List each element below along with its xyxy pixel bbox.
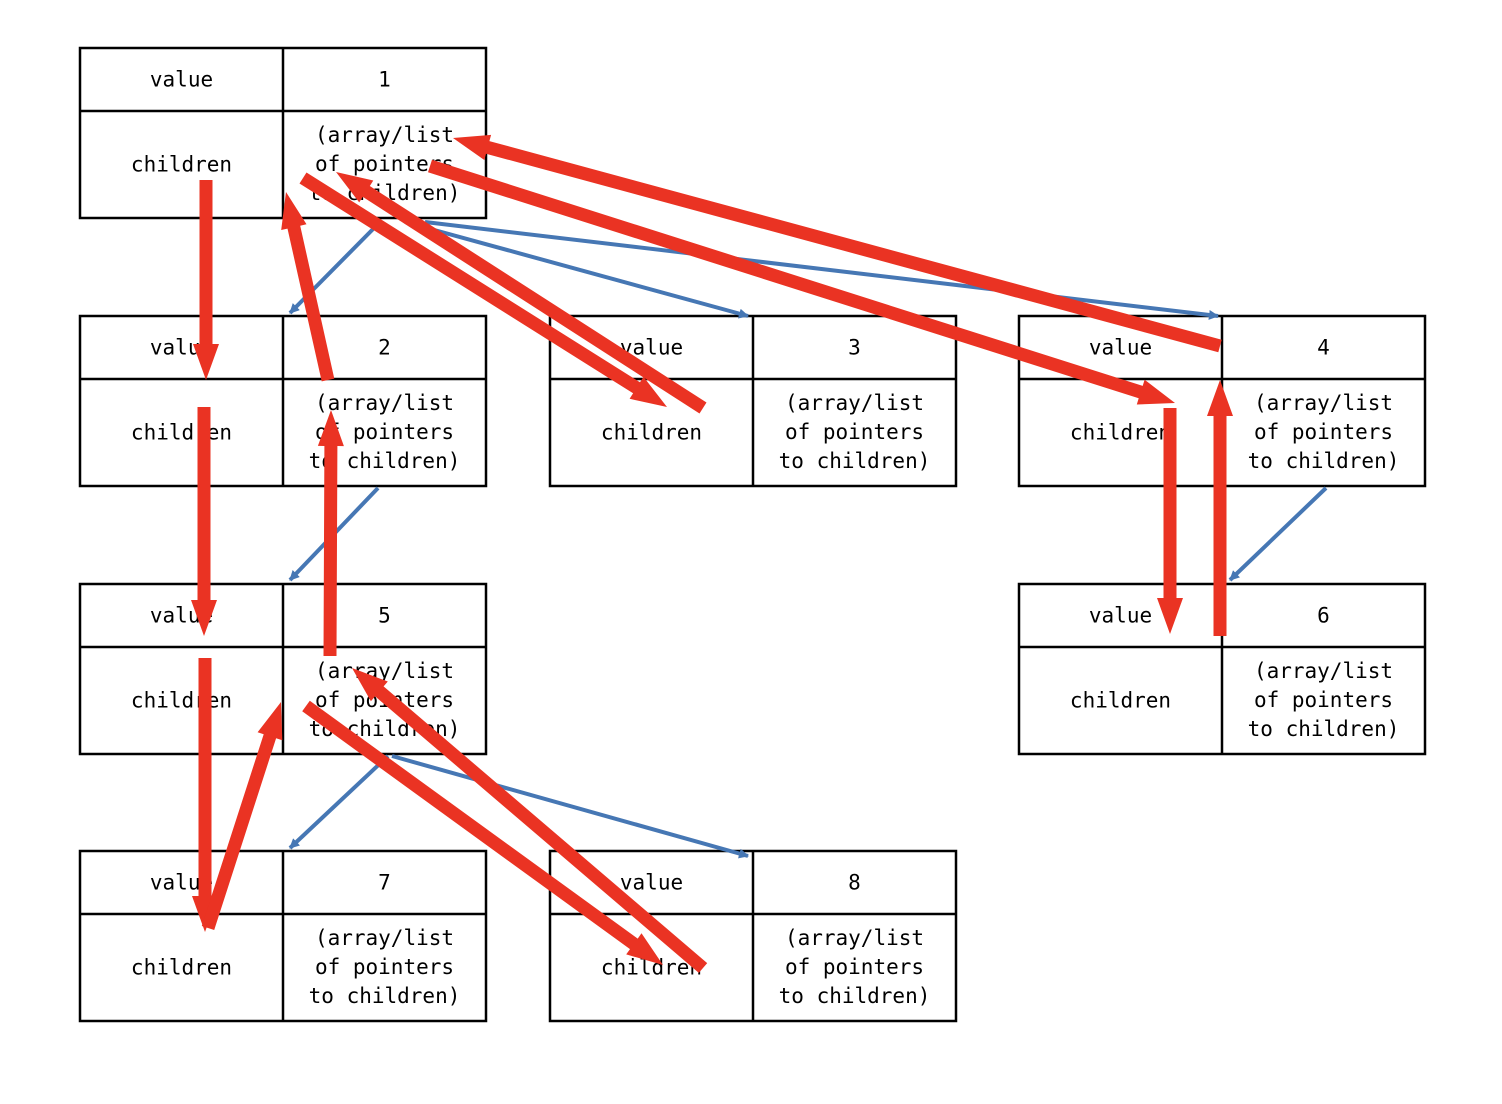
children-label: children xyxy=(131,421,232,445)
traversal-arrow-5-to-8 xyxy=(302,700,663,965)
node-value: 2 xyxy=(378,336,391,360)
tree-edge-1-3 xyxy=(404,220,749,319)
children-pointer-text: (array/list xyxy=(315,391,454,415)
traversal-arrow-3-to-1 xyxy=(336,172,707,414)
node-value: 5 xyxy=(378,604,391,628)
traversal-arrow-8-to-5 xyxy=(352,668,708,973)
children-pointer-text: (array/list xyxy=(315,123,454,147)
children-pointer-text: (array/list xyxy=(1254,659,1393,683)
traversal-arrow-4-to-6 xyxy=(1157,408,1183,634)
value-label: value xyxy=(150,68,213,92)
children-pointer-text: to children) xyxy=(1248,449,1400,473)
children-label: children xyxy=(1070,689,1171,713)
tree-edge-5-7 xyxy=(288,754,390,850)
traversal-arrow-1-to-3 xyxy=(299,172,667,407)
children-label: children xyxy=(601,421,702,445)
node-value: 1 xyxy=(378,68,391,92)
traversal-arrow-5-to-7 xyxy=(192,658,218,932)
children-label: children xyxy=(131,956,232,980)
traversal-arrow-2-to-1 xyxy=(281,192,335,382)
node-value: 8 xyxy=(848,871,861,895)
traversal-arrow-4-to-1 xyxy=(453,134,1222,353)
children-pointer-text: (array/list xyxy=(315,659,454,683)
children-pointer-text: to children) xyxy=(1248,717,1400,741)
tree-edge-5-8 xyxy=(391,754,749,859)
node-value: 6 xyxy=(1317,604,1330,628)
value-label: value xyxy=(1089,336,1152,360)
node-value: 7 xyxy=(378,871,391,895)
children-pointer-text: to children) xyxy=(779,449,931,473)
children-pointer-text: of pointers xyxy=(1254,688,1393,712)
children-pointer-text: (array/list xyxy=(315,926,454,950)
tree-node-4: value 4 children (array/list of pointers to c… xyxy=(1017,314,1427,488)
children-label: children xyxy=(1070,421,1171,445)
traversal-arrow-2-to-5 xyxy=(191,407,217,636)
node-value: 3 xyxy=(848,336,861,360)
value-label: value xyxy=(1089,604,1152,628)
children-pointer-text: of pointers xyxy=(315,955,454,979)
children-label: children xyxy=(131,689,232,713)
tree-edge-1-4 xyxy=(424,220,1219,320)
children-pointer-text: (array/list xyxy=(785,926,924,950)
children-pointer-text: of pointers xyxy=(1254,420,1393,444)
children-pointer-text: to children) xyxy=(779,984,931,1008)
node-value: 4 xyxy=(1317,336,1330,360)
children-pointer-text: of pointers xyxy=(785,420,924,444)
children-pointer-text: to children) xyxy=(309,984,461,1008)
traversal-arrow-6-to-4 xyxy=(1207,380,1233,636)
children-pointer-text: (array/list xyxy=(1254,391,1393,415)
traversal-arrow-1-to-2 xyxy=(193,180,219,380)
traversal-arrow-layer xyxy=(191,134,1233,973)
children-pointer-text: of pointers xyxy=(785,955,924,979)
traversal-arrow-7-to-5 xyxy=(201,702,283,930)
children-label: children xyxy=(131,153,232,177)
value-label: value xyxy=(620,871,683,895)
traversal-arrow-5-to-2 xyxy=(317,410,344,656)
traversal-arrow-1-to-4 xyxy=(428,159,1175,405)
tree-edge-4-6 xyxy=(1228,486,1328,582)
children-pointer-text: (array/list xyxy=(785,391,924,415)
